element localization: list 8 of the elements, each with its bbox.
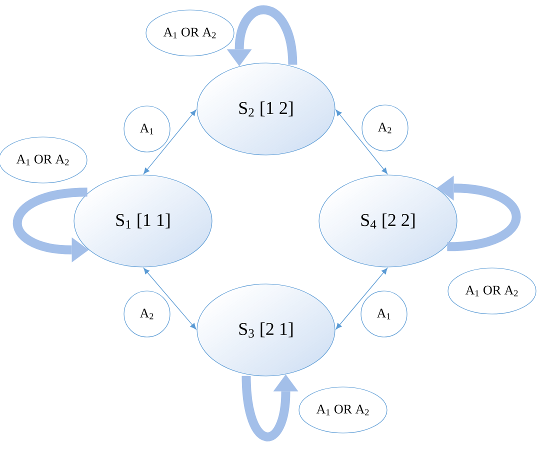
curved-arrow xyxy=(226,5,298,66)
curved-arrow xyxy=(436,176,521,252)
double-arrow xyxy=(143,268,196,330)
curved-arrow xyxy=(242,374,298,442)
double-arrow xyxy=(336,268,388,330)
double-arrow xyxy=(143,110,196,174)
double-arrow xyxy=(336,110,388,174)
curved-arrow xyxy=(13,188,89,262)
